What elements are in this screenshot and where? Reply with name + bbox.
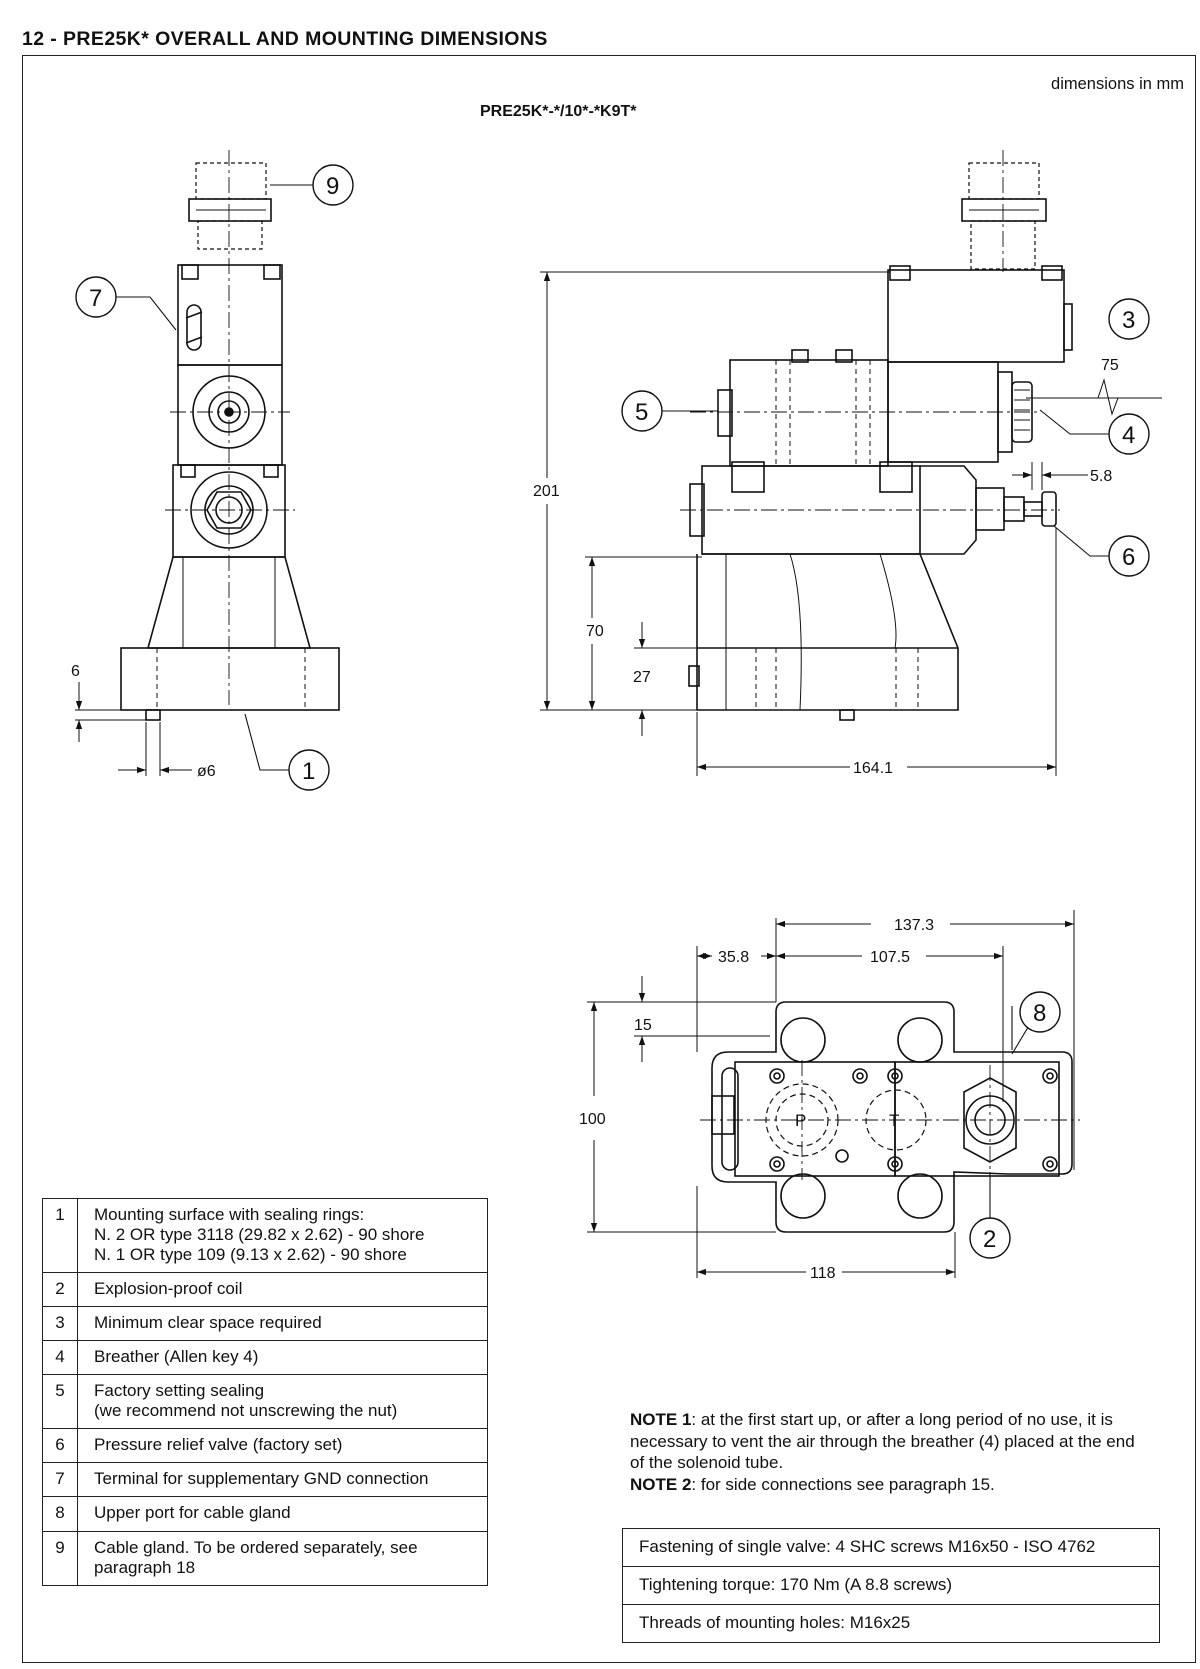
spec-row: Fastening of single valve: 4 SHC screws … — [622, 1528, 1160, 1567]
legend-num: 8 — [42, 1496, 78, 1532]
callout-circles — [75, 164, 1150, 1259]
top-view-dimensions — [587, 910, 1075, 1278]
dim-70: 70 — [586, 623, 604, 640]
note-2-text: : for side connections see paragraph 15. — [691, 1474, 995, 1494]
legend-text: Terminal for supplementary GND connectio… — [77, 1462, 488, 1498]
legend-num: 5 — [42, 1374, 78, 1430]
legend-num: 7 — [42, 1462, 78, 1498]
units-note: dimensions in mm — [1051, 75, 1184, 93]
port-t-label: T — [889, 1111, 899, 1130]
side-view-dimensions — [540, 271, 1162, 776]
spec-torque: Tightening torque: 170 Nm (A 8.8 screws) — [622, 1566, 1160, 1605]
dim-164: 164.1 — [853, 760, 893, 777]
note-1-text: : at the first start up, or after a long… — [630, 1410, 1135, 1473]
callout-3: 3 — [1122, 307, 1135, 334]
legend-num: 3 — [42, 1306, 78, 1342]
callout-2: 2 — [983, 1226, 996, 1253]
callout-5: 5 — [635, 399, 648, 426]
note-2: NOTE 2: for side connections see paragra… — [630, 1474, 1150, 1496]
callout-7: 7 — [89, 285, 102, 312]
port-p-label: P — [795, 1111, 806, 1130]
callout-leaders — [115, 184, 1113, 1218]
spec-row: Threads of mounting holes: M16x25 — [622, 1604, 1160, 1643]
legend-text: Upper port for cable gland — [77, 1496, 488, 1532]
notes: NOTE 1: at the first start up, or after … — [630, 1409, 1150, 1495]
legend-text: Breather (Allen key 4) — [77, 1340, 488, 1376]
model-code: PRE25K*-*/10*-*K9T* — [480, 103, 637, 120]
spec-threads: Threads of mounting holes: M16x25 — [622, 1604, 1160, 1643]
dim-107-5: 107.5 — [870, 949, 910, 966]
front-view — [120, 150, 340, 721]
callout-6: 6 — [1122, 544, 1135, 571]
dim-27: 27 — [633, 669, 651, 686]
legend-text: Factory setting sealing (we recommend no… — [77, 1374, 488, 1430]
legend-text: Minimum clear space required — [77, 1306, 488, 1342]
note-1-label: NOTE 1 — [630, 1410, 692, 1429]
dim-5-8: 5.8 — [1090, 468, 1112, 485]
legend-num: 9 — [42, 1530, 78, 1586]
dim-100: 100 — [579, 1111, 606, 1128]
legend-text: Explosion-proof coil — [77, 1272, 488, 1308]
callout-1: 1 — [302, 758, 315, 785]
callout-9: 9 — [326, 173, 339, 200]
callout-4: 4 — [1122, 422, 1135, 449]
legend-num: 6 — [42, 1428, 78, 1464]
dim-137-3: 137.3 — [894, 917, 934, 934]
dim-6: 6 — [71, 663, 80, 680]
dim-15: 15 — [634, 1017, 652, 1034]
callout-8: 8 — [1033, 1000, 1046, 1027]
dim-75: 75 — [1101, 357, 1119, 374]
legend-num: 2 — [42, 1272, 78, 1308]
dim-118: 118 — [810, 1265, 836, 1282]
front-view-dimensions — [75, 682, 192, 776]
spec-row: Tightening torque: 170 Nm (A 8.8 screws) — [622, 1566, 1160, 1605]
note-1: NOTE 1: at the first start up, or after … — [630, 1409, 1150, 1474]
dim-phi6: ø6 — [197, 763, 216, 780]
dim-35-8: 35.8 — [718, 949, 749, 966]
legend-num: 4 — [42, 1340, 78, 1376]
legend-num: 1 — [42, 1197, 78, 1274]
drawing-frame — [22, 55, 1196, 1663]
top-view — [700, 1001, 1080, 1233]
spec-table: Fastening of single valve: 4 SHC screws … — [622, 1528, 1160, 1643]
dim-201: 201 — [533, 483, 560, 500]
note-2-label: NOTE 2 — [630, 1474, 692, 1494]
legend-text: Mounting surface with sealing rings: N. … — [77, 1197, 488, 1274]
legend-text: Pressure relief valve (factory set) — [77, 1428, 488, 1464]
spec-fastening: Fastening of single valve: 4 SHC screws … — [622, 1528, 1160, 1567]
legend-text: Cable gland. To be ordered separately, s… — [77, 1530, 488, 1586]
section-heading: 12 - PRE25K* OVERALL AND MOUNTING DIMENS… — [22, 28, 548, 50]
side-view — [680, 150, 1073, 721]
